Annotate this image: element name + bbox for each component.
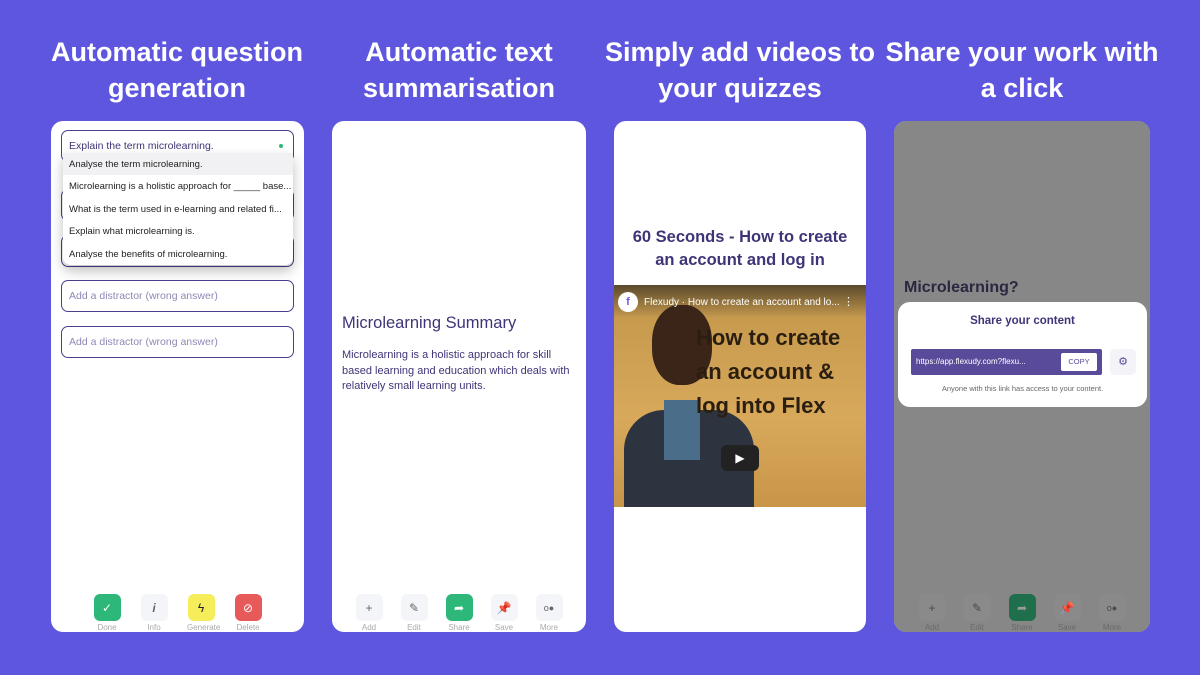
share-icon: ➦: [445, 594, 473, 621]
heading-1: Automatic question generation: [50, 37, 303, 103]
button-label: Delete: [236, 623, 260, 632]
plus-icon: +: [918, 594, 946, 621]
distractor-input[interactable]: Add a distractor (wrong answer): [61, 280, 294, 312]
button-label: Share: [448, 623, 470, 632]
lightning-icon: ϟ: [187, 594, 215, 621]
share-icon: ➦: [1008, 594, 1036, 621]
share-note: Anyone with this link has access to your…: [941, 384, 1104, 393]
more-button[interactable]: o● More: [1098, 594, 1126, 632]
heading-4: Share your work with a click: [885, 37, 1159, 103]
suggestions-dropdown: Analyse the term microlearning. Microlea…: [63, 153, 293, 265]
check-icon: ✓: [93, 594, 121, 621]
button-label: Add: [361, 623, 377, 632]
save-button[interactable]: 📌 Save: [1053, 594, 1081, 632]
heading-3: Simply add videos to your quizzes: [604, 37, 876, 103]
status-dot-icon: [279, 144, 283, 148]
share-link[interactable]: https://app.flexudy.com?flexu...: [916, 357, 1026, 366]
save-button[interactable]: 📌 Save: [490, 594, 518, 632]
button-label: More: [1102, 623, 1122, 632]
suggestion-item[interactable]: What is the term used in e-learning and …: [69, 203, 282, 215]
button-label: Edit: [970, 623, 984, 632]
video-overlay-text: How to create an account & log into Flex: [696, 325, 841, 418]
delete-button[interactable]: ⊘ Delete: [234, 594, 262, 632]
plus-icon: +: [355, 594, 383, 621]
suggestion-item[interactable]: Analyse the benefits of microlearning.: [69, 248, 228, 260]
pencil-icon: ✎: [963, 594, 991, 621]
button-label: More: [539, 623, 559, 632]
share-button[interactable]: ➦ Share: [445, 594, 473, 632]
share-button[interactable]: ➦ Share: [1008, 594, 1036, 632]
heading-2: Automatic text summarisation: [362, 37, 556, 103]
more-button[interactable]: o● More: [535, 594, 563, 632]
dialog-title: Share your content: [970, 315, 1075, 327]
button-label: Share: [1011, 623, 1033, 632]
button-label: Info: [147, 623, 161, 632]
summary-panel: Microlearning Summary Microlearning is a…: [332, 121, 586, 632]
more-icon: o●: [1098, 594, 1126, 621]
suggestion-item[interactable]: Microlearning is a holistic approach for…: [69, 181, 292, 193]
question-text: Explain the term microlearning.: [69, 140, 214, 152]
info-icon: i: [140, 594, 168, 621]
play-button[interactable]: ▶: [721, 445, 759, 471]
share-dialog: Share your content https://app.flexudy.c…: [898, 302, 1147, 407]
link-box: https://app.flexudy.com?flexu... COPY: [911, 349, 1102, 375]
button-label: Add: [924, 623, 940, 632]
add-button[interactable]: + Add: [355, 594, 383, 632]
distractor-input[interactable]: Add a distractor (wrong answer): [61, 326, 294, 358]
copy-button[interactable]: COPY: [1061, 353, 1097, 371]
video-title: Flexudy · How to create an account and l…: [644, 297, 840, 308]
question-panel: Explain the term microlearning. Analyse …: [51, 121, 304, 632]
button-label: Edit: [407, 623, 421, 632]
share-panel: Microlearning? + Add ✎ Edit ➦ Share 📌 Save o…: [894, 121, 1150, 632]
suggestion-item[interactable]: Analyse the term microlearning.: [63, 153, 293, 176]
ban-icon: ⊘: [234, 594, 262, 621]
suggestion-item[interactable]: Explain what microlearning is.: [69, 226, 195, 238]
done-button[interactable]: ✓ Done: [93, 594, 121, 632]
pin-icon: 📌: [490, 594, 518, 621]
background-text: Microlearning?: [904, 279, 1019, 296]
presenter-image: [624, 305, 754, 507]
summary-body: Microlearning is a holistic approach for…: [342, 349, 570, 392]
pin-icon: 📌: [1053, 594, 1081, 621]
video-panel: 60 Seconds - How to create an account an…: [614, 121, 866, 632]
summary-title: Microlearning Summary: [342, 314, 517, 332]
add-button[interactable]: + Add: [918, 594, 946, 632]
button-label: Save: [1057, 623, 1077, 632]
edit-button[interactable]: ✎ Edit: [400, 594, 428, 632]
kebab-menu-icon[interactable]: ⋮: [843, 296, 854, 308]
button-label: Save: [494, 623, 514, 632]
edit-button[interactable]: ✎ Edit: [963, 594, 991, 632]
video-quiz-title: 60 Seconds - How to create an account an…: [632, 228, 848, 269]
channel-logo: f: [618, 292, 638, 312]
button-label: Generate: [187, 623, 221, 632]
button-label: Done: [97, 623, 117, 632]
settings-gear-icon[interactable]: ⚙: [1110, 349, 1136, 375]
more-icon: o●: [535, 594, 563, 621]
pencil-icon: ✎: [400, 594, 428, 621]
video-player[interactable]: How to create an account & log into Flex…: [614, 285, 866, 507]
